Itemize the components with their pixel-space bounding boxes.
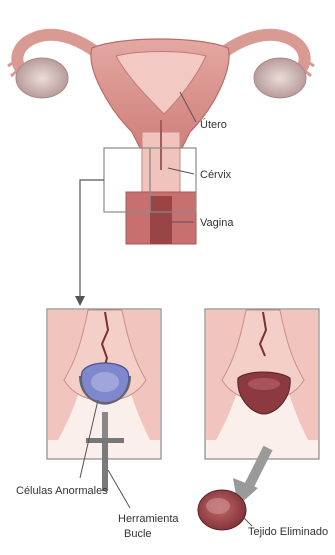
abnormal-cells-label: Células Anormales	[16, 485, 108, 497]
tool-label: Herramienta	[118, 513, 179, 525]
right-ovary	[254, 58, 306, 98]
loop-tool-shaft	[102, 412, 108, 438]
removed-tissue	[198, 490, 246, 530]
loop-tool-crossbar	[86, 438, 124, 443]
procedure-panel	[47, 309, 161, 491]
removed-tissue-label: Tejido Eliminado	[248, 526, 328, 538]
removed-tissue-inner	[206, 498, 230, 514]
loop-tool-handle	[102, 443, 108, 491]
left-ovary	[16, 58, 68, 98]
callout-arrowhead	[75, 296, 85, 306]
cervix-label: Cérvix	[200, 169, 232, 181]
tool-label-line2: Bucle	[124, 528, 152, 540]
uterus-illustration	[8, 35, 314, 244]
vagina-label: Vagina	[200, 217, 234, 229]
excision-crater-shine	[248, 378, 280, 390]
removed-tissue-leader	[244, 518, 252, 526]
uterus-label: Útero	[200, 118, 227, 131]
vagina-canal	[150, 196, 172, 244]
tool-leader	[108, 470, 130, 508]
abnormal-cells-highlight	[91, 372, 119, 392]
callout-connector-line	[80, 180, 104, 298]
result-panel	[205, 309, 319, 459]
